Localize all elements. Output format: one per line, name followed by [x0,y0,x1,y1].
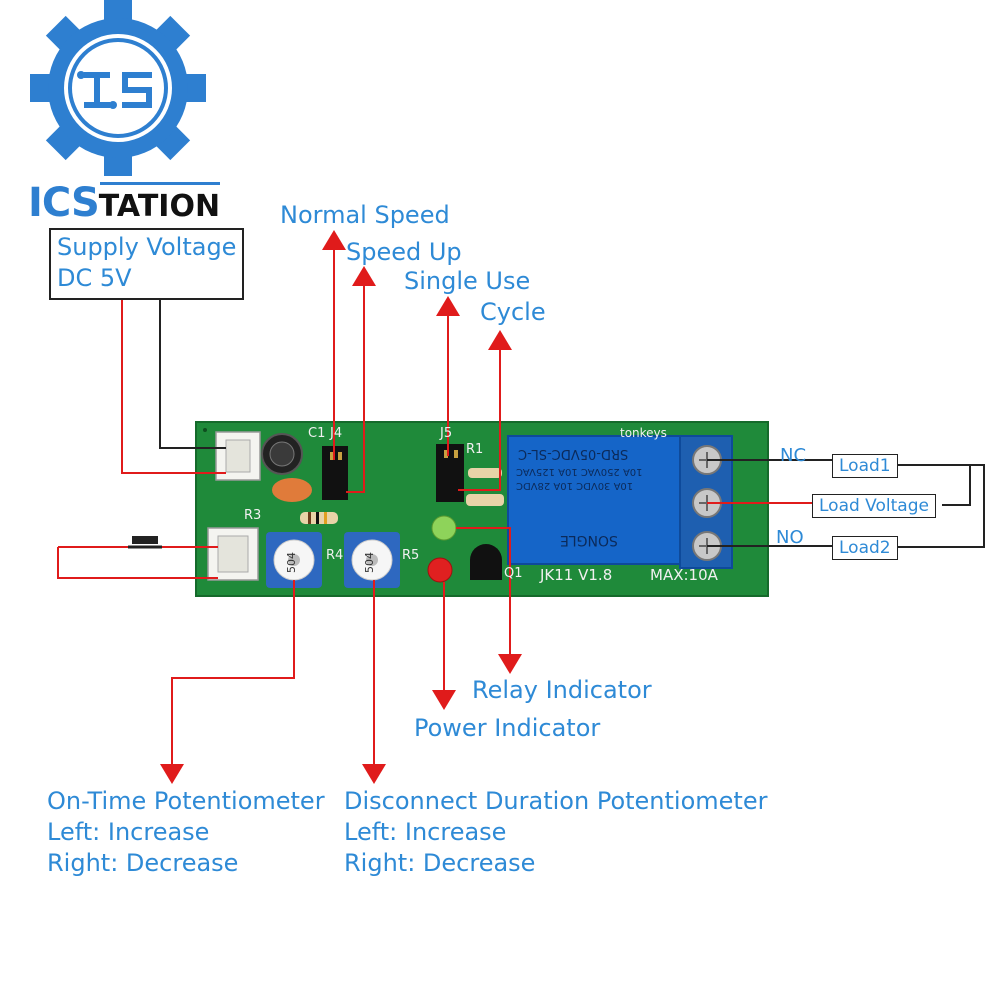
disconnect-pot-title: Disconnect Duration Potentiometer [344,787,768,815]
arrow-relay-indicator [456,527,522,674]
relay-indicator-label: Relay Indicator [472,676,652,704]
supply-wire-black [159,293,226,449]
jumper-j5 [436,444,464,502]
supply-voltage-line2: DC 5V [57,264,132,292]
supply-voltage-label: Supply Voltage DC 5V [49,228,245,300]
silk-relay-rating-1: 10A 250VAC 10A 125VAC [516,466,643,477]
supply-voltage-line1: Supply Voltage [57,233,237,261]
load1-box: Load1 [832,454,898,478]
silk-brand: tonkeys [620,426,667,440]
silk-r5: R5 [402,548,420,563]
silk-max: MAX:10A [650,566,718,584]
power-indicator-led [427,557,453,583]
no-label: NO [776,527,804,548]
silk-relay-model: SRD-05VDC-SL-C [518,446,629,461]
silk-q1: Q1 [504,566,523,581]
silk-model: JK11 V1.8 [540,566,613,584]
logo-underline [100,182,220,185]
silk-r4: R4 [326,548,344,563]
silk-relay-brand: SONGLE [560,532,618,548]
relay-body [507,435,681,565]
silk-relay-rating-2: 10A 30VDC 10A 28VDC [516,480,634,491]
load2-box: Load2 [832,536,898,560]
normal-speed-label: Normal Speed [280,201,450,229]
load-voltage-box: Load Voltage [812,494,936,518]
silk-pot-code-2: 504 [363,552,376,573]
silk-r3: R3 [244,508,262,523]
on-time-pot-title: On-Time Potentiometer [47,787,325,815]
silk-r1: R1 [466,442,484,457]
brand-name-part2: TATION [98,189,221,224]
silk-c1: C1 [308,426,326,441]
brand-wordmark: ICSTATION [28,180,220,226]
logo-gear-emblem [30,0,206,176]
silk-pot-code-1: 504 [285,552,298,573]
supply-wire-red [121,293,226,474]
on-time-pot-left: Left: Increase [47,818,210,846]
potentiometer-disconnect [344,532,400,588]
arrow-cycle [458,330,512,491]
arrow-speed-up [346,266,376,493]
load-bus [898,464,985,548]
power-indicator-label: Power Indicator [414,714,601,742]
disconnect-pot-label: Disconnect Duration Potentiometer Left: … [344,786,767,879]
relay-indicator-led [431,515,457,541]
silk-j4: J4 [330,426,343,441]
arrow-on-time-pot [160,580,295,784]
switch-wire-return [57,547,218,579]
on-time-pot-right: Right: Decrease [47,849,239,877]
disconnect-pot-left: Left: Increase [344,818,507,846]
transistor-q1 [470,544,502,580]
on-time-pot-label: On-Time Potentiometer Left: Increase Rig… [47,786,325,879]
single-use-label: Single Use [404,267,531,295]
speed-up-label: Speed Up [346,238,462,266]
cycle-label: Cycle [480,298,546,326]
disconnect-pot-right: Right: Decrease [344,849,536,877]
nc-label: NC [780,445,807,466]
potentiometer-on-time [266,532,322,588]
brand-name-part1: ICS [28,180,100,226]
silk-j5: J5 [440,426,453,441]
